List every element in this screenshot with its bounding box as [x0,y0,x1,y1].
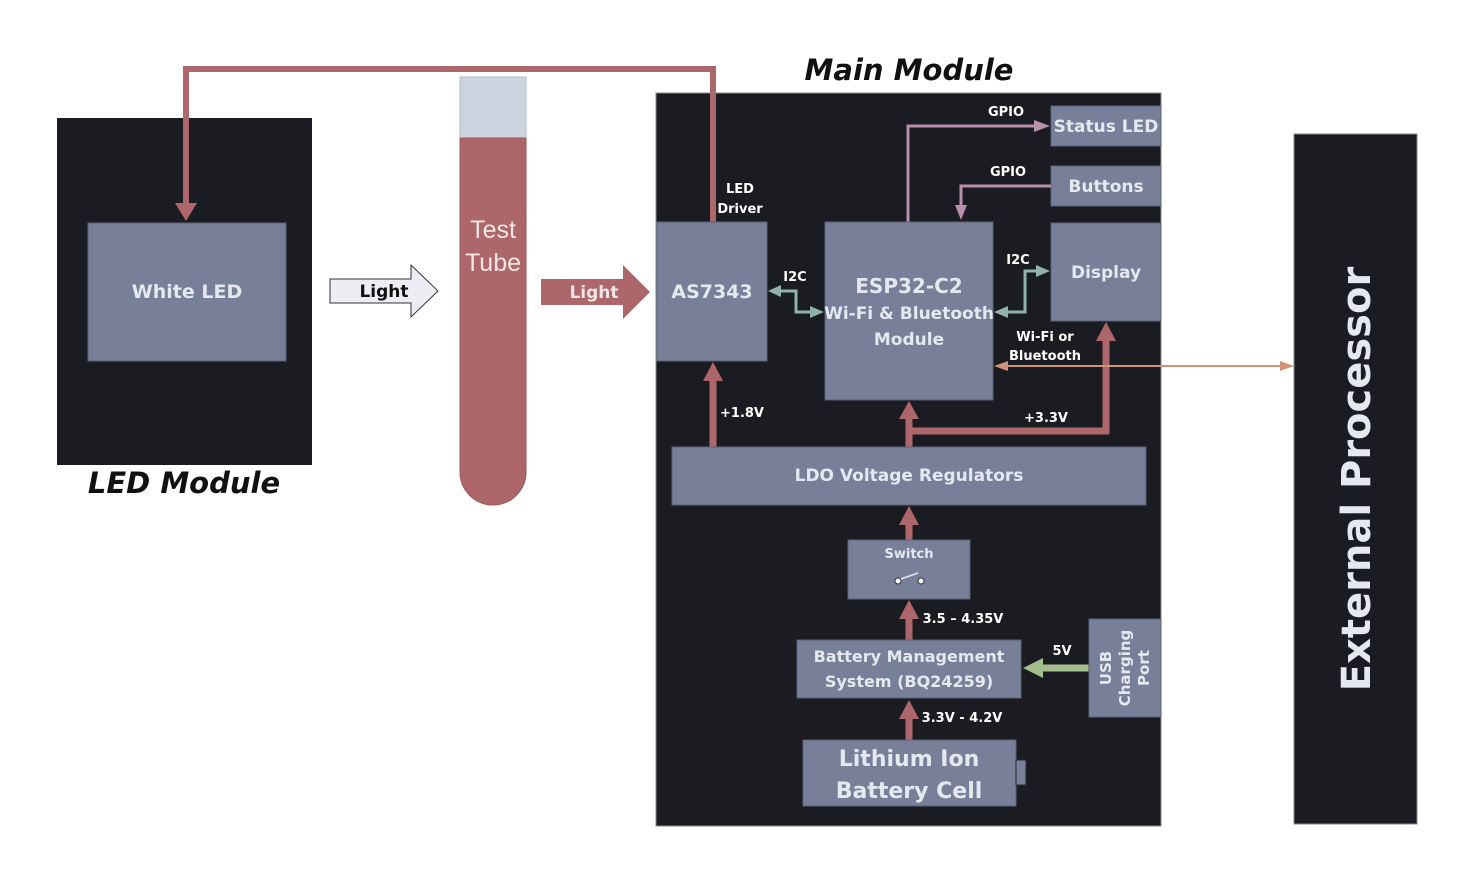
i2c-as7343-connection: I2C [768,270,824,318]
battery-label-line1: Lithium Ion [839,747,980,772]
led-driver-label-line2: Driver [717,202,763,217]
buttons-block: Buttons [1050,165,1162,207]
power-battery-label: 3.3V - 4.2V [922,711,1003,726]
light-in-arrow: Light [329,263,439,319]
gpio-buttons-connection: GPIO [955,165,1051,220]
ldo-block: LDO Voltage Regulators [671,446,1147,506]
esp32-label-line3: Module [874,330,944,350]
external-processor-block: External Processor [1293,133,1418,825]
status-led-block: Status LED [1050,105,1162,147]
test-tube-label-line2: Tube [465,249,521,277]
ldo-label: LDO Voltage Regulators [795,466,1024,486]
gpio-status-connection: GPIO [906,105,1050,222]
wireless-label-line1: Wi-Fi or [1016,330,1074,345]
battery-label-line2: Battery Cell [836,779,983,804]
display-block: Display [1050,222,1162,322]
light-out-label: Light [569,283,618,303]
i2c-display-label: I2C [1006,253,1029,268]
usb-charging-port-block: USB Charging Port [1088,618,1162,718]
power-3v3-label: +3.3V [1024,411,1068,426]
power-1v8-label: +1.8V [720,406,764,421]
status-led-label: Status LED [1054,117,1159,137]
as7343-block: AS7343 [656,221,768,362]
switch-label: Switch [884,547,933,562]
main-module-title: Main Module [805,53,1014,87]
esp32-label-line2: Wi-Fi & Bluetooth [824,304,994,324]
usb-label-line2: Charging [1116,630,1134,707]
power-3v3-connection: +3.3V [899,322,1116,447]
esp32-label-line1: ESP32-C2 [855,274,962,298]
white-led-label: White LED [132,281,242,303]
bms-label-line2: System (BQ24259) [825,672,993,691]
buttons-label: Buttons [1068,177,1143,197]
i2c-display-connection: I2C [994,253,1050,318]
external-processor-label: External Processor [1334,267,1380,692]
light-in-label: Light [359,282,408,302]
test-tube: Test Tube [459,76,527,506]
white-led-block [87,222,287,362]
power-1v8-connection: +1.8V [703,362,764,447]
light-out-arrow: Light [541,265,650,319]
i2c-as7343-label: I2C [783,270,806,285]
battery-block: Lithium Ion Battery Cell [802,739,1027,807]
esp32-block: ESP32-C2 Wi-Fi & Bluetooth Module [824,221,994,401]
switch-block: Switch [847,539,971,600]
bms-block: Battery Management System (BQ24259) [796,639,1022,699]
display-label: Display [1071,263,1141,283]
usb-voltage-label: 5V [1052,644,1071,659]
led-module-title: LED Module [88,466,280,500]
as7343-label: AS7343 [671,281,752,303]
test-tube-label-line1: Test [470,216,516,244]
wireless-connection: Wi-Fi or Bluetooth [994,330,1294,371]
wireless-label-line2: Bluetooth [1009,349,1081,364]
bms-label-line1: Battery Management [814,647,1005,666]
usb-to-bms-connection: 5V [1023,644,1089,678]
gpio-buttons-label: GPIO [990,165,1026,180]
power-battery-to-bms: 3.3V - 4.2V [899,700,1002,740]
led-driver-label-line1: LED [726,182,754,197]
power-bms-to-switch: 3.5 – 4.35V [899,600,1003,640]
power-switch-to-ldo [899,506,919,540]
battery-terminal-icon [1015,759,1027,786]
gpio-status-label: GPIO [988,105,1024,120]
switch-icon [894,572,925,585]
usb-label-line1: USB [1097,651,1115,685]
power-switch-label: 3.5 – 4.35V [923,612,1004,627]
usb-label-line3: Port [1135,650,1153,686]
